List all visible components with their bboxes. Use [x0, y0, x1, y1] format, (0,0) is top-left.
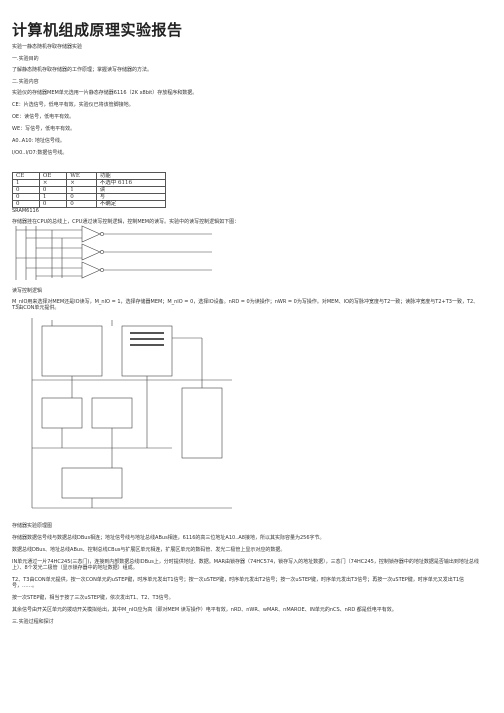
- desc-text-6: 按一次STEP键，相当于按了三次uSTEP键，依次发出T1、T2、T3信号。: [12, 595, 174, 601]
- goal-text: 了解静态随机存取存储器的工作原理；掌握读写存储器的方法。: [12, 67, 153, 73]
- ce-text: CE：片选信号，低电平有效，实验仪已将该管脚接地。: [12, 102, 134, 108]
- table-cell: 不选中 6116: [95, 179, 167, 187]
- truth-table: CE OE WE 功能 1 × × 不选中 6116 0 0 1 读 0 1 0…: [12, 172, 167, 208]
- table-header-row: CE OE WE 功能: [12, 172, 167, 180]
- we-text: WE：写信号，低电平有效。: [12, 126, 76, 132]
- intro-text: 实验仪的存储器MEM单元选用一片静态存储器6116（2K x8bit）存放程序和…: [12, 90, 198, 96]
- caption-block-1: 读写控制逻辑 M_nIO用来选择对MEM还是IO读写，M_nIO = 1，选择存…: [12, 288, 482, 311]
- desc-text-5: T2、T3由CON单元提供，按一次CON单元的uSTEP键，时序单元发出T1信号…: [12, 577, 465, 589]
- table-cell: 0: [38, 200, 68, 208]
- table-cell: 读: [95, 186, 167, 194]
- table-row: 0 1 0 写: [12, 193, 167, 201]
- table-header: CE: [12, 172, 40, 180]
- subtitle: 实验一静态随机存取存储器实验: [12, 44, 83, 50]
- table-cell: 写: [95, 193, 167, 201]
- figure-caption-schematic: 存储器实验原理图: [12, 523, 53, 529]
- section-heading-3: 三.实验过程和探讨: [12, 619, 54, 625]
- table-row: 0 0 0 不确定: [12, 200, 167, 208]
- table-row: 0 0 1 读: [12, 186, 167, 194]
- desc-text-3: 数据总线DBus、地址总线ABus、控制总线CBus与扩展区单元相连，扩展区单元…: [12, 547, 286, 553]
- document-page: 计算机组成原理实验报告 实验一静态随机存取存储器实验 一.实验目的 了解静态随机…: [12, 0, 492, 625]
- sram-block: SRAM6116 存储器挂在CPU的总线上，CPU通过读写控制逻辑，控制MEM的…: [12, 208, 239, 225]
- page-title: 计算机组成原理实验报告: [12, 21, 183, 39]
- table-cell: 1: [12, 179, 40, 187]
- table-cell: ×: [38, 179, 68, 187]
- table-cell: 0: [12, 186, 40, 194]
- logic-text: 存储器挂在CPU的总线上，CPU通过读写控制逻辑，控制MEM的读写。实验中的读写…: [12, 219, 240, 225]
- section-heading-1: 一.实验目的: [12, 56, 39, 62]
- section-heading-2: 二.实验内容: [12, 79, 39, 85]
- figure-caption-rw-logic: 读写控制逻辑: [12, 288, 43, 294]
- table-cell: 0: [38, 186, 68, 194]
- table-cell: 0: [66, 200, 97, 208]
- memory-experiment-schematic: [31, 318, 232, 509]
- table-header: WE: [66, 172, 97, 180]
- table-row: 1 × × 不选中 6116: [12, 179, 167, 187]
- addr-text: A0..A10: 地址信号线。: [12, 138, 65, 144]
- desc-text-1: M_nIO用来选择对MEM还是IO读写，M_nIO = 1，选择存储器MEM；M…: [12, 299, 479, 311]
- table-cell: ×: [66, 179, 97, 187]
- rw-control-logic-diagram: [15, 225, 212, 280]
- desc-text-4: IN单元通过一片74HC245(三态门)，连接到内部数据总线IDBus上，分时提…: [12, 559, 479, 571]
- io-text: I/O0..I/O7:数据信号线。: [12, 150, 68, 156]
- sram-label: SRAM6116: [12, 208, 39, 214]
- table-cell: 1: [38, 193, 68, 201]
- table-header: 功能: [95, 172, 167, 180]
- table-cell: 0: [12, 193, 40, 201]
- intro-block: 实验一静态随机存取存储器实验 一.实验目的 了解静态随机存取存储器的工作原理；掌…: [12, 44, 197, 156]
- table-cell: 不确定: [95, 200, 167, 208]
- caption-block-2: 存储器实验原理图 存储器数据信号线与数据总线DBus相连；地址信号线与地址总线A…: [12, 523, 482, 625]
- desc-text-2: 存储器数据信号线与数据总线DBus相连；地址信号线与地址总线ABus相连，611…: [12, 535, 325, 541]
- table-header: OE: [38, 172, 68, 180]
- table-cell: 1: [66, 186, 97, 194]
- table-cell: 0: [12, 200, 40, 208]
- oe-text: OE：读信号，低电平有效。: [12, 114, 75, 120]
- table-cell: 0: [66, 193, 97, 201]
- desc-text-7: 其余信号由开关区单元的拨动开关模拟给出，其中M_nIO应为高（即对MEM 读写操…: [12, 607, 397, 613]
